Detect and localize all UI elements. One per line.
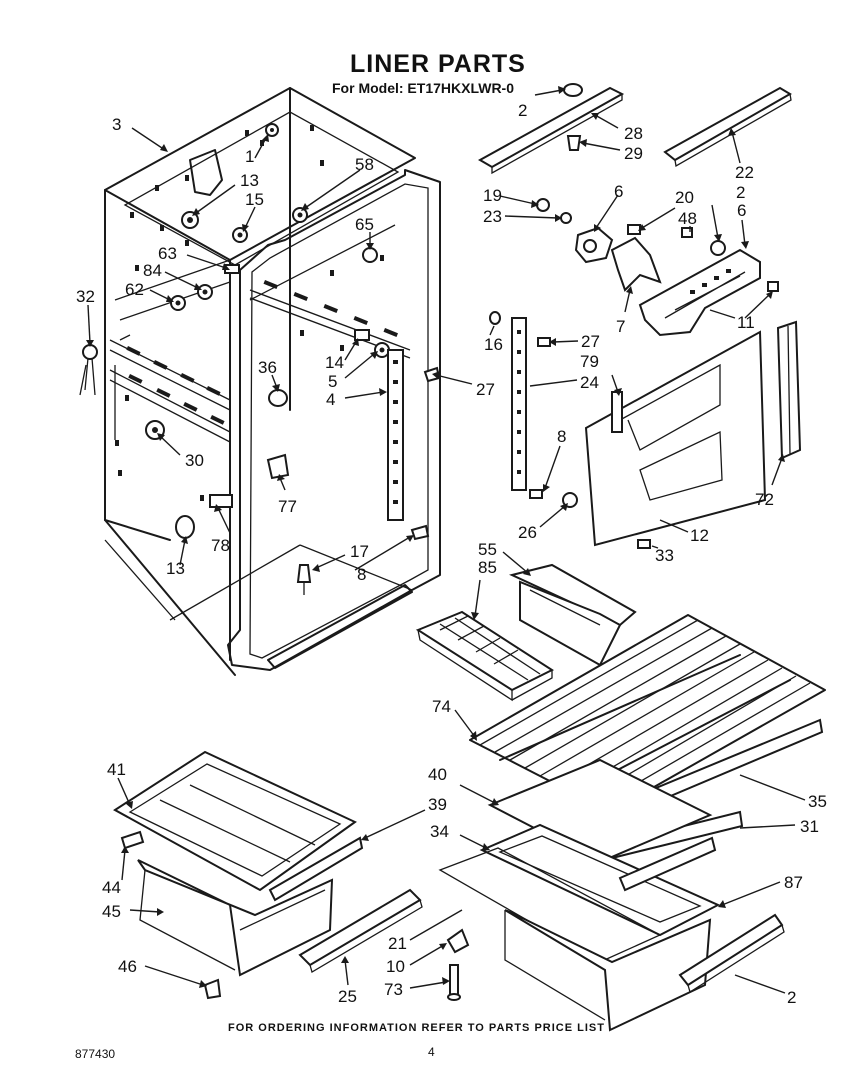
callout-5: 5 — [328, 372, 337, 391]
callout-36: 36 — [258, 358, 277, 377]
callout-74: 74 — [432, 697, 451, 716]
callout-14: 14 — [325, 353, 344, 372]
callout-41: 41 — [107, 760, 126, 779]
callout-8-left: 8 — [357, 565, 366, 584]
callout-11: 11 — [737, 313, 755, 332]
callout-numbers: 3 1 13 15 58 65 63 84 62 32 14 5 4 27 36… — [76, 101, 827, 1007]
callout-6-left: 6 — [614, 182, 623, 201]
callout-2-top: 2 — [518, 101, 527, 120]
leader-lines — [86, 86, 806, 994]
callout-16: 16 — [484, 335, 503, 354]
cabinet-fasteners — [79, 123, 441, 595]
callout-85: 85 — [478, 558, 497, 577]
top-right-parts — [477, 83, 792, 337]
callout-21: 21 — [388, 934, 407, 953]
callout-34: 34 — [430, 822, 449, 841]
callout-6-right: 6 — [737, 201, 746, 220]
doc-number: 877430 — [75, 1047, 115, 1061]
callout-20: 20 — [675, 188, 694, 207]
callout-44: 44 — [102, 878, 121, 897]
callout-7: 7 — [616, 317, 625, 336]
bins-and-tray — [415, 563, 637, 702]
left-crisper — [113, 750, 423, 1000]
callout-65: 65 — [355, 215, 374, 234]
wire-shelf — [469, 614, 826, 813]
footer-ordering-note: FOR ORDERING INFORMATION REFER TO PARTS … — [228, 1022, 605, 1034]
callout-39: 39 — [428, 795, 447, 814]
callout-27-left: 27 — [476, 380, 495, 399]
diagram-title: LINER PARTS — [350, 50, 526, 78]
callout-27-right: 27 — [581, 332, 600, 351]
callout-13-lower: 13 — [166, 559, 185, 578]
callout-26: 26 — [518, 523, 537, 542]
callout-10: 10 — [386, 957, 405, 976]
model-line: For Model: ET17HKXLWR-0 — [332, 80, 514, 96]
callout-4: 4 — [326, 390, 335, 409]
callout-29: 29 — [624, 144, 643, 163]
callout-40: 40 — [428, 765, 447, 784]
callout-25: 25 — [338, 987, 357, 1006]
callout-28: 28 — [624, 124, 643, 143]
callout-46: 46 — [118, 957, 137, 976]
callout-77: 77 — [278, 497, 297, 516]
callout-30: 30 — [185, 451, 204, 470]
cabinet-liner — [104, 87, 441, 676]
callout-72: 72 — [755, 490, 774, 509]
callout-62: 62 — [125, 280, 144, 299]
callout-55: 55 — [478, 540, 497, 559]
right-crisper — [438, 823, 785, 1032]
callout-63: 63 — [158, 244, 177, 263]
callout-79: 79 — [580, 352, 599, 371]
middle-right-parts — [489, 311, 802, 549]
callout-12: 12 — [690, 526, 709, 545]
callout-23: 23 — [483, 207, 502, 226]
callout-2-right: 2 — [736, 183, 745, 202]
lower-right-strips — [487, 718, 824, 864]
callout-45: 45 — [102, 902, 121, 921]
callout-84: 84 — [143, 261, 162, 280]
callout-1: 1 — [245, 147, 254, 166]
callout-2-bottom: 2 — [787, 988, 796, 1007]
callout-8-right: 8 — [557, 427, 566, 446]
callout-31: 31 — [800, 817, 819, 836]
callout-58: 58 — [355, 155, 374, 174]
callout-33: 33 — [655, 546, 674, 565]
callout-73: 73 — [384, 980, 403, 999]
callout-48: 48 — [678, 209, 697, 228]
callout-17: 17 — [350, 542, 369, 561]
callout-19: 19 — [483, 186, 502, 205]
callout-3: 3 — [112, 115, 121, 134]
callout-24: 24 — [580, 373, 599, 392]
page-number: 4 — [428, 1045, 435, 1059]
callout-13: 13 — [240, 171, 259, 190]
callout-35: 35 — [808, 792, 827, 811]
callout-22: 22 — [735, 163, 754, 182]
callout-15: 15 — [245, 190, 264, 209]
callout-32: 32 — [76, 287, 95, 306]
callout-87: 87 — [784, 873, 803, 892]
callout-78: 78 — [211, 536, 230, 555]
